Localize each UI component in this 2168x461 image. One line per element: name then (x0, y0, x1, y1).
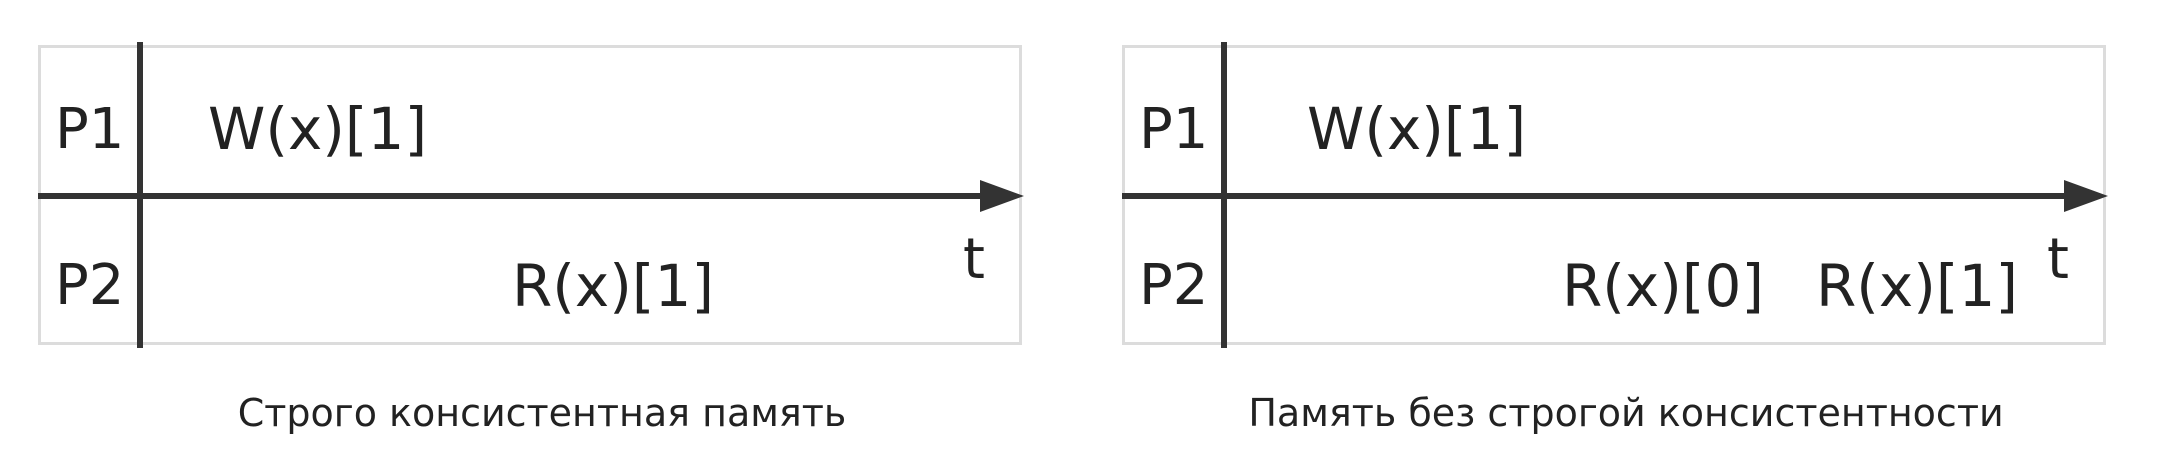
p1-write-operation: W(x)[1] (208, 95, 428, 163)
process-label-p2: P2 (1139, 253, 1209, 318)
time-axis-label: t (2047, 227, 2069, 292)
p2-read-operation: R(x)[1] (512, 252, 715, 320)
p2-read-operation-second: R(x)[1] (1816, 252, 2019, 320)
time-axis-line (38, 193, 998, 199)
p1-write-operation: W(x)[1] (1307, 95, 1527, 163)
time-axis-label: t (963, 227, 985, 292)
process-label-p1: P1 (55, 97, 125, 162)
process-label-p1: P1 (1139, 97, 1209, 162)
non-strict-consistency-diagram: P1 P2 W(x)[1] R(x)[0] R(x)[1] t Память б… (1084, 0, 2168, 461)
diagram-caption: Память без строгой консистентности (1248, 391, 2004, 435)
time-axis-arrowhead (2064, 180, 2108, 212)
diagram-caption: Строго консистентная память (237, 391, 847, 435)
time-axis-arrowhead (980, 180, 1024, 212)
strict-consistency-diagram: P1 P2 W(x)[1] R(x)[1] t Строго консистен… (38, 42, 1024, 435)
process-label-p2: P2 (55, 253, 125, 318)
p2-read-operation-first: R(x)[0] (1562, 252, 1765, 320)
time-axis-line (1122, 193, 2082, 199)
